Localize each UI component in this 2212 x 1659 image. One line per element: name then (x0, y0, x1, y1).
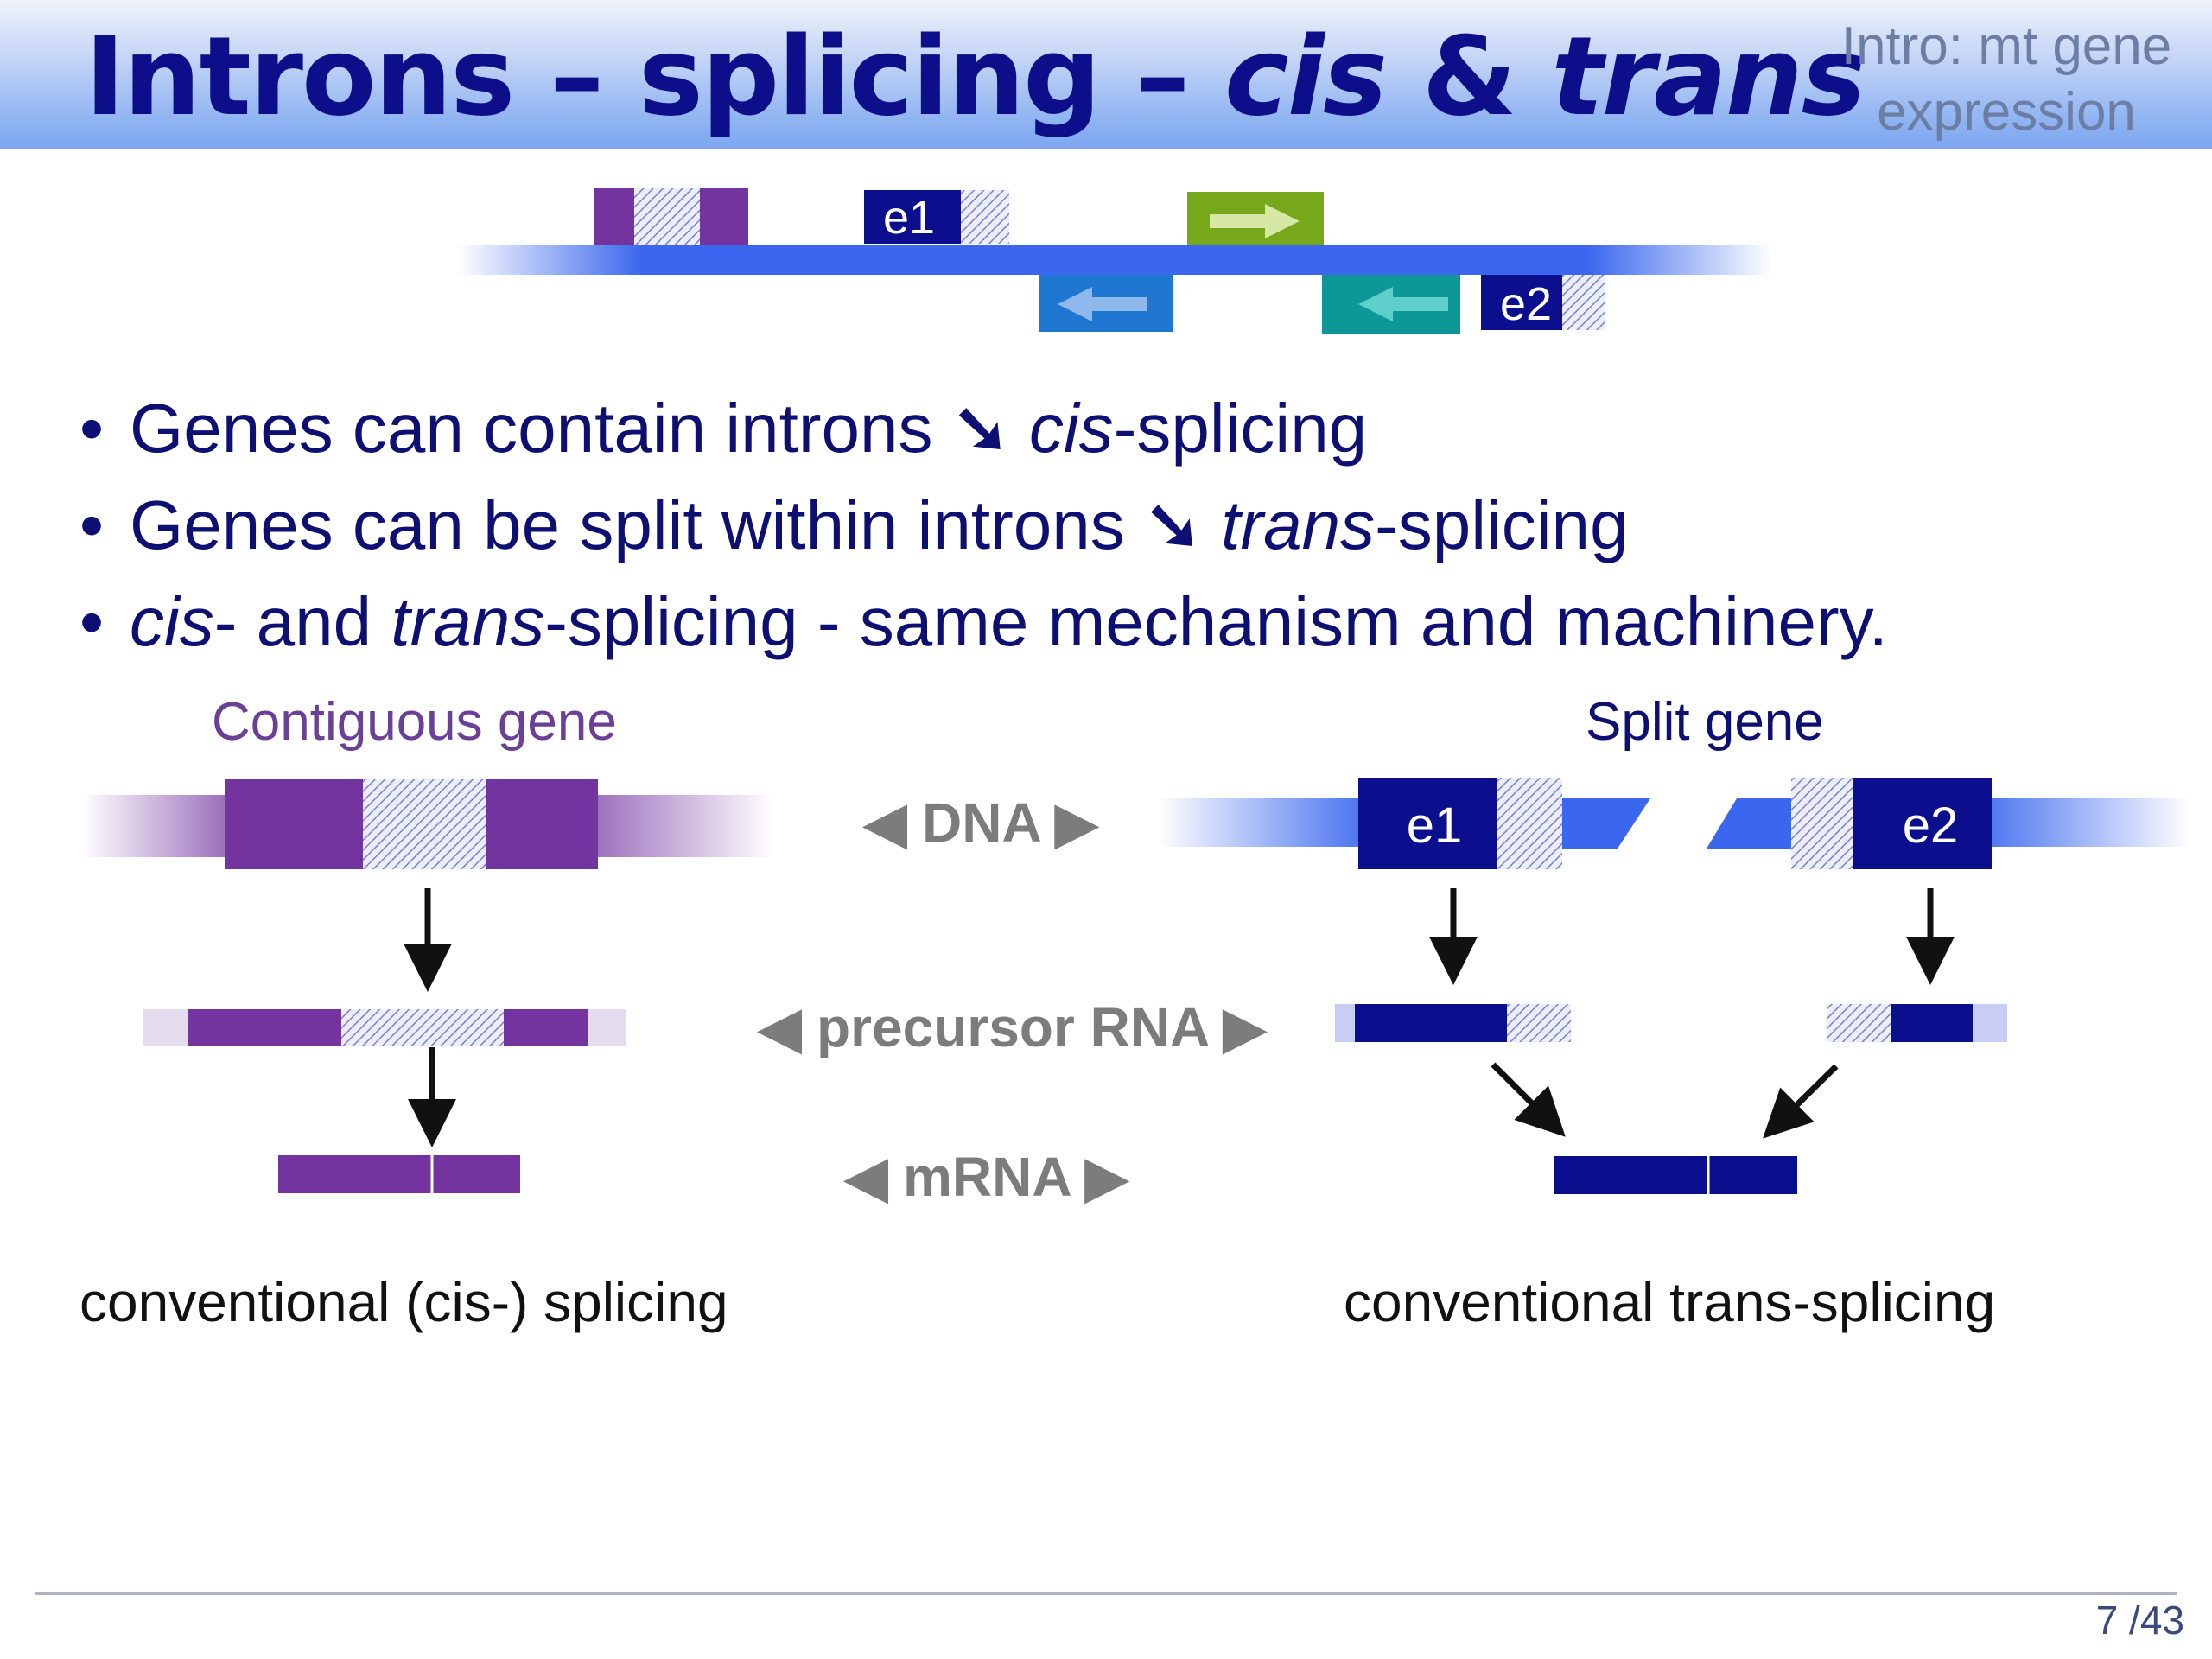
splicing-diagram: e1 e2 (82, 778, 2190, 1194)
title-text: Introns – splicing – (85, 13, 1225, 140)
split-precursor-rna-right (1827, 1004, 2007, 1042)
cis-splicing-caption: conventional (cis-) splicing (79, 1271, 728, 1333)
genome-line (458, 245, 1771, 275)
slide-title: Introns – splicing – cis & trans (85, 12, 1866, 142)
exon-e2-top: e2 (1481, 275, 1605, 330)
arrow-diagonal-icon (1763, 1064, 1839, 1139)
contiguous-gene-label: Contiguous gene (212, 692, 617, 752)
bullet-item: •cis- and trans-splicing - same mechanis… (79, 583, 1888, 660)
split-gene-dna-right: e2 (1707, 778, 2190, 869)
gene-map-diagram: e1 e2 (458, 188, 1771, 334)
title-trans: trans (1551, 13, 1866, 140)
down-right-arrow-icon: ➘ (951, 390, 1010, 467)
arrow-diagonal-icon (1491, 1062, 1566, 1137)
exon-e2-label: e2 (1903, 798, 1959, 854)
bullet-item: •Genes can be split within introns ➘ tra… (79, 486, 1629, 563)
split-gene-label: Split gene (1586, 692, 1824, 752)
page-number: 7 /43 (2095, 1598, 2184, 1643)
title-cis: cis (1224, 13, 1388, 140)
mrna-stage-label: ◀ mRNA ▶ (845, 1146, 1128, 1208)
precursor-rna-stage-label: ◀ precursor RNA ▶ (759, 996, 1266, 1058)
trans-splicing-caption: conventional trans-splicing (1344, 1271, 1996, 1333)
split-gene-dna-left: e1 (1158, 778, 1650, 869)
blue-gene (1039, 275, 1173, 332)
exon-e2-top-label: e2 (1500, 278, 1552, 330)
bullet-list: •Genes can contain introns ➘ cis-splicin… (79, 380, 1888, 671)
down-right-arrow-icon: ➘ (1143, 486, 1202, 563)
right-arrow-icon (1210, 204, 1300, 238)
exon-e1-top: e1 (864, 190, 1009, 244)
title-amp: & (1385, 13, 1552, 140)
header-bar: Introns – splicing – cis & trans Intro: … (0, 0, 2212, 149)
contiguous-mrna (278, 1155, 520, 1193)
teal-gene (1322, 275, 1460, 334)
bullet-item: •Genes can contain introns ➘ cis-splicin… (79, 390, 1368, 467)
left-arrow-icon (1058, 287, 1147, 321)
green-gene (1187, 192, 1324, 245)
section-line-2: expression (1877, 82, 2136, 142)
dna-stage-label: ◀ DNA ▶ (864, 791, 1098, 854)
split-mrna (1554, 1156, 1797, 1194)
section-label: Intro: mt gene expression (1825, 14, 2188, 145)
left-arrow-icon (1358, 287, 1448, 321)
exon-e1-label: e1 (1407, 798, 1463, 854)
exon-e1-top-label: e1 (883, 192, 935, 244)
purple-gene (594, 188, 748, 245)
section-line-1: Intro: mt gene (1840, 16, 2172, 76)
contiguous-precursor-rna (143, 1009, 626, 1046)
split-precursor-rna-left (1335, 1004, 1571, 1042)
footer-divider (35, 1592, 2177, 1595)
contiguous-gene-dna (82, 779, 773, 869)
